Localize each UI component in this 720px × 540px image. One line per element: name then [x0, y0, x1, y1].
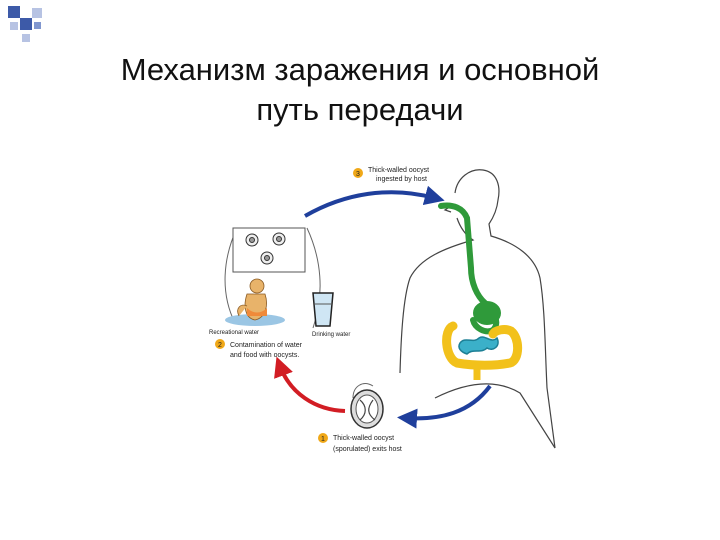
step2-badge: [215, 339, 225, 349]
oocyst-inset: [224, 227, 321, 329]
step3-line1: Thick-walled oocyst: [368, 167, 429, 174]
recreational-water-figure: [225, 278, 285, 326]
transmission-cycle-diagram: 3 Thick-walled oocyst ingested by host R…: [209, 167, 556, 453]
slide-title-line2: путь передачи: [256, 92, 464, 127]
step2-line2: and food with oocysts.: [230, 352, 299, 359]
step3-line2: ingested by host: [376, 176, 427, 183]
step3-badge: [353, 168, 363, 178]
step2-label: 2 Contamination of water and food with o…: [215, 339, 303, 359]
step1-line1: Thick-walled oocyst: [333, 435, 394, 442]
step3-number: 3: [356, 171, 360, 178]
sporulated-oocyst: [350, 383, 384, 429]
drinking-water-glass: [312, 292, 334, 327]
step3-label: 3 Thick-walled oocyst ingested by host: [353, 167, 429, 183]
slide-title-line1: Механизм заражения и основной: [120, 52, 600, 87]
step1-number: 1: [321, 436, 325, 443]
small-intestine: [458, 336, 499, 355]
digestive-tract: [438, 202, 501, 335]
large-intestine: [442, 321, 523, 370]
step1-badge: [318, 433, 328, 443]
drinking-water-label: Drinking water: [312, 332, 350, 338]
step2-number: 2: [218, 342, 222, 349]
step1-label: 1 Thick-walled oocyst (sporulated) exits…: [318, 433, 402, 453]
exit-host-arrow: [397, 384, 492, 429]
ingestion-arrow: [304, 185, 445, 218]
slide-title: Механизм заражения и основной путь перед…: [40, 50, 680, 130]
corner-decoration: [8, 6, 42, 42]
contamination-arrow: [274, 356, 346, 413]
step2-line1: Contamination of water: [230, 342, 303, 349]
step1-line2: (sporulated) exits host: [333, 446, 402, 453]
recreational-water-label: Recreational water: [209, 330, 259, 336]
